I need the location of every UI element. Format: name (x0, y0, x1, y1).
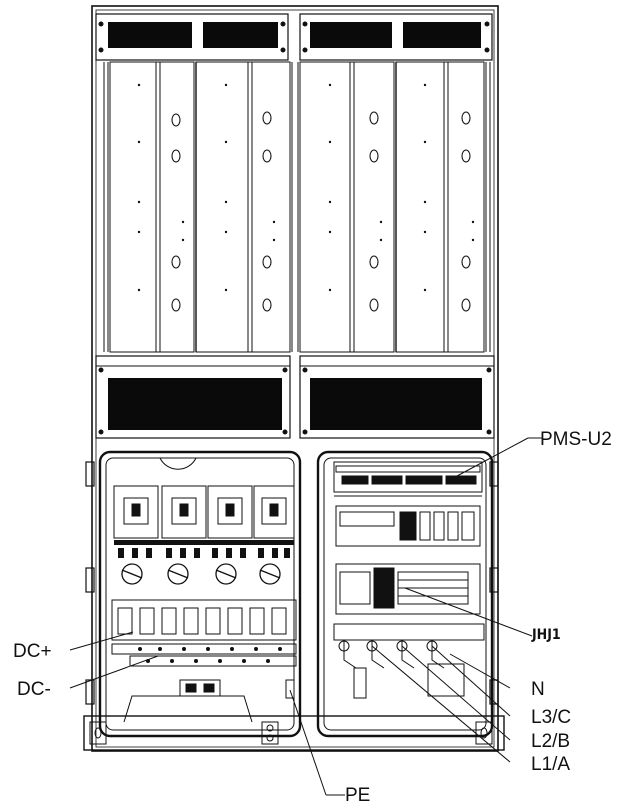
cabinet-outer-frame (91, 5, 499, 752)
callout-l1a: L1/A (531, 754, 571, 775)
callout-leaders (69, 437, 542, 796)
callout-pe: PE (345, 785, 371, 806)
power-modules (103, 61, 491, 353)
lower-switchgear (83, 450, 505, 751)
callout-pms-u2: PMS-U2 (540, 429, 612, 450)
top-vent-panel (95, 13, 493, 61)
callout-jhj1: JHJ1 (532, 627, 561, 643)
middle-vent-panel (95, 355, 495, 439)
callout-n: N (531, 679, 545, 700)
callout-dc-minus: DC- (17, 679, 51, 700)
callout-l3c: L3/C (531, 707, 572, 728)
callout-l2b: L2/B (531, 731, 571, 752)
callout-dc-plus: DC+ (13, 641, 52, 662)
